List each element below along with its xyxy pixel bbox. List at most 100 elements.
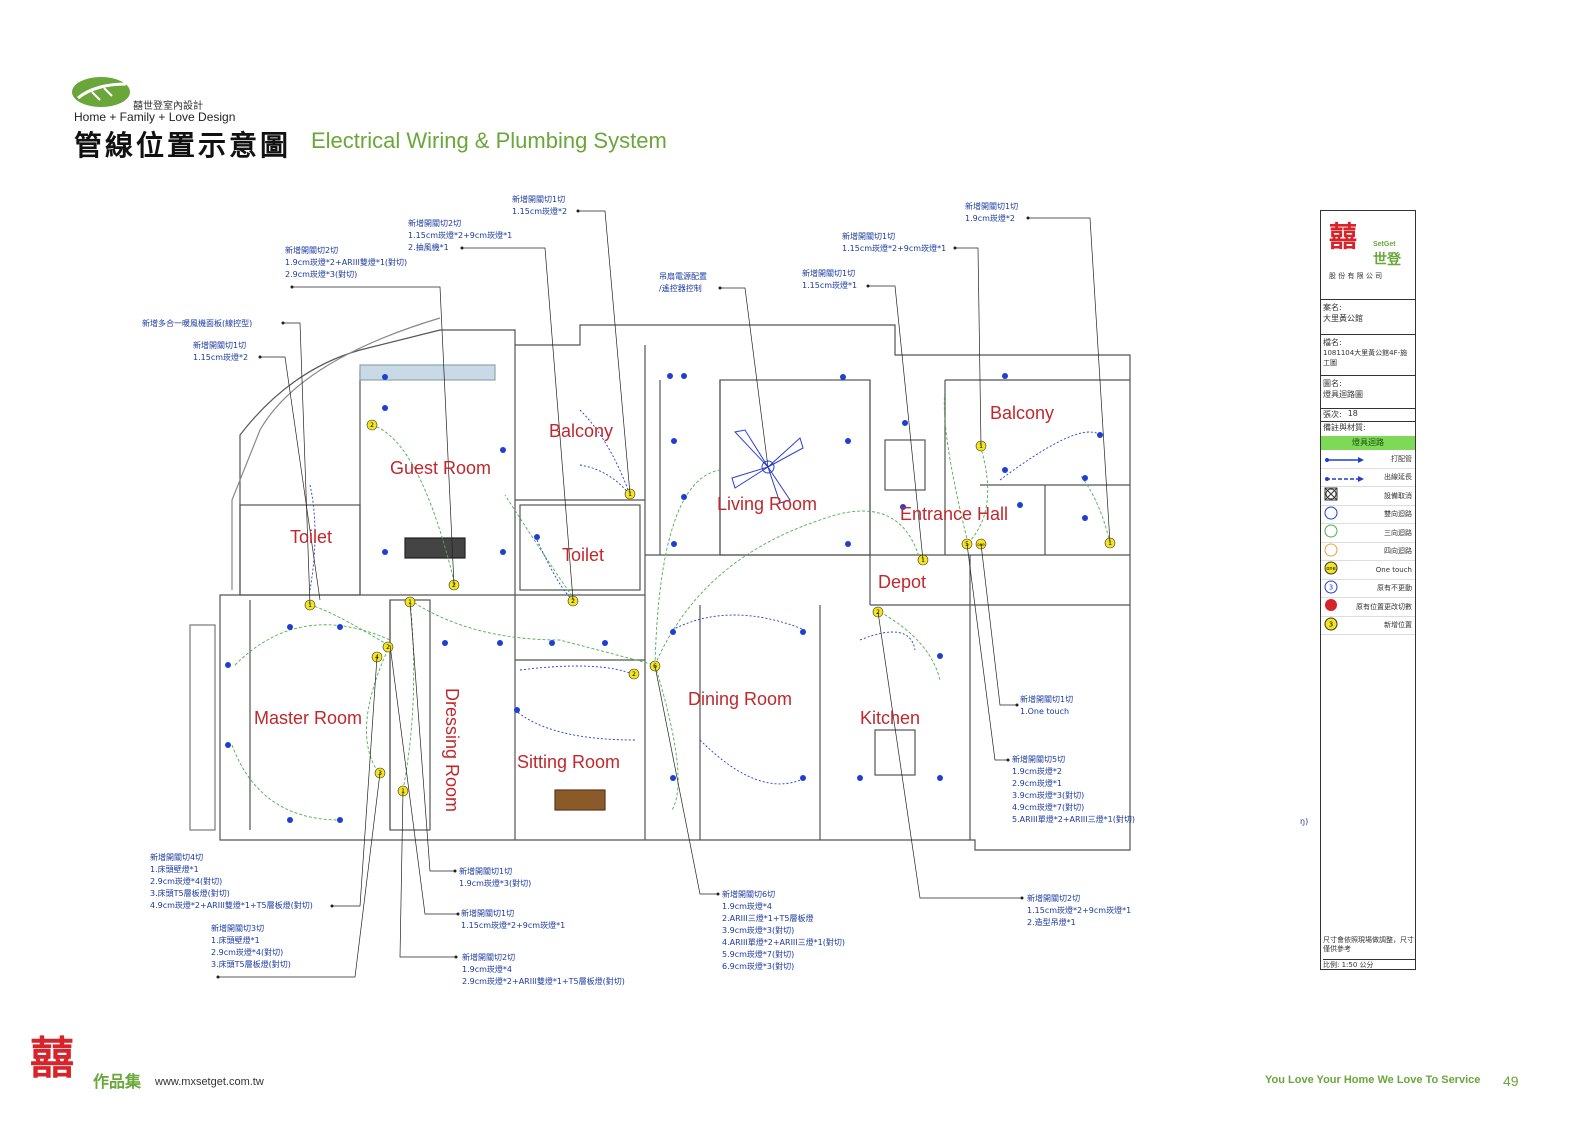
legend-label: 新增位置 <box>1384 621 1412 630</box>
case-field: 案名: 大里黃公館 <box>1321 300 1415 335</box>
legend-label: 雙向迴路 <box>1384 510 1412 519</box>
room-label-toilet-2: Toilet <box>562 545 605 565</box>
svg-text:3: 3 <box>1329 583 1333 591</box>
outer-wall <box>219 324 1131 851</box>
double-happiness-icon: 囍 <box>1329 220 1358 253</box>
legend-row: 原有位置更改切數 <box>1321 598 1415 617</box>
red-dot-icon <box>1324 597 1338 616</box>
dual-circuits <box>309 409 1101 785</box>
legend-row: 3 原有不更動 <box>1321 579 1415 598</box>
master-bay-window <box>189 624 216 831</box>
circle-blue-icon <box>1324 505 1338 524</box>
svg-text:1: 1 <box>921 557 925 564</box>
footer-portfolio-label: 作品集 <box>93 1072 142 1091</box>
legend-label: 打配管 <box>1391 454 1412 463</box>
svg-text:2: 2 <box>571 598 575 605</box>
legend-label: 原有不更動 <box>1377 584 1412 593</box>
room-label-entrance: Entrance Hall <box>900 504 1009 524</box>
footer-slogan: You Love Your Home We Love To Service <box>1265 1074 1481 1086</box>
page-number: 49 <box>1503 1073 1519 1089</box>
room-label-living: Living Room <box>717 494 818 514</box>
floor-plan: 2 2 1 1 2 1 2 4 3 1 2 6 2 1 1 5 one 1 <box>189 209 1131 979</box>
legend-row: 雙向迴路 <box>1321 505 1415 524</box>
note-fan-power: 吊扇電源配置/遙控器控制 <box>659 272 707 293</box>
stray-mark: ŋ) <box>1300 817 1309 826</box>
dashed-arrow-icon <box>1324 468 1364 487</box>
scale: 比例: 1:50 公分 <box>1323 959 1415 970</box>
circle-green-icon <box>1324 523 1338 542</box>
brand-tagline: Home + Family + Love Design <box>74 110 236 124</box>
remarks-label: 備註與材質: <box>1323 423 1366 432</box>
living-zone <box>719 379 871 556</box>
svg-text:2: 2 <box>632 671 636 678</box>
legend-row: 設備取消 <box>1321 487 1415 506</box>
room-label-master: Master Room <box>254 708 363 728</box>
svg-text:1: 1 <box>308 602 312 609</box>
note-heater-panel: 新增多合一暖風機面板(線控型) <box>142 319 253 328</box>
three-way-circuits <box>231 389 1111 821</box>
leaf-logo-icon <box>72 77 130 107</box>
leader-dots <box>216 209 1030 979</box>
brand-logo <box>70 74 132 114</box>
svg-text:1: 1 <box>979 443 983 450</box>
svg-text:1: 1 <box>628 491 632 498</box>
page-title-en: Electrical Wiring & Plumbing System <box>311 128 667 153</box>
legend-row: 三向迴路 <box>1321 524 1415 543</box>
annotation-leaders <box>218 210 1111 978</box>
legend-row: 打配管 <box>1321 450 1415 469</box>
room-label-dressing: Dressing Room <box>442 688 462 813</box>
svg-text:one: one <box>1326 566 1335 572</box>
one-touch-icon: one <box>1324 560 1338 579</box>
title-block: 囍 SetGet 世登 股 份 有 限 公 司 案名: 大里黃公館 檔名: 10… <box>1320 210 1416 970</box>
footer-url[interactable]: www.mxsetget.com.tw <box>155 1076 264 1088</box>
room-label-sitting: Sitting Room <box>517 752 621 772</box>
crossed-box-icon <box>1324 486 1338 505</box>
sheet-field: 張次: 18 <box>1321 409 1415 422</box>
legend-label: One touch <box>1375 565 1412 574</box>
company-logo: 囍 SetGet 世登 股 份 有 限 公 司 <box>1321 211 1415 300</box>
file-field: 檔名: 1081104大里黃公館4F-施工圖 <box>1321 335 1415 376</box>
numbered-outline-icon: 3 <box>1324 579 1338 598</box>
legend-row: 3 新增位置 <box>1321 617 1415 635</box>
legend-label: 四向迴路 <box>1384 547 1412 556</box>
legend-label: 原有位置更改切數 <box>1356 602 1412 611</box>
svg-text:2: 2 <box>386 644 390 651</box>
legend-label: 設備取消 <box>1384 491 1412 500</box>
room-label-toilet: Toilet <box>290 527 333 547</box>
legend-row: 四向迴路 <box>1321 542 1415 561</box>
room-label-kitchen: Kitchen <box>860 708 921 728</box>
sitting-furniture <box>554 789 606 811</box>
room-label-dining: Dining Room <box>688 689 793 709</box>
entrance-fixture <box>884 439 926 491</box>
room-label-balcony: Balcony <box>549 421 614 441</box>
recessed-lights <box>225 373 1103 823</box>
svg-text:3: 3 <box>1329 620 1333 628</box>
ceiling-fan-icon <box>731 429 804 504</box>
legend-row: one One touch <box>1321 561 1415 580</box>
circle-orange-icon <box>1324 542 1338 561</box>
room-label-balcony-2: Balcony <box>990 403 1055 423</box>
drawing-field: 圖名: 燈具迴路圖 <box>1321 376 1415 409</box>
legend-header: 燈具迴路 <box>1321 436 1415 450</box>
legend: 打配管出線延長設備取消雙向迴路三向迴路四向迴路 one One touch 3 原有不更… <box>1321 450 1415 635</box>
legend-label: 出線延長 <box>1384 473 1412 482</box>
solid-arrow-icon <box>1324 449 1364 468</box>
room-label-depot: Depot <box>878 572 927 592</box>
svg-text:2: 2 <box>370 422 374 429</box>
footer-logo-icon: 囍 <box>30 1033 74 1084</box>
